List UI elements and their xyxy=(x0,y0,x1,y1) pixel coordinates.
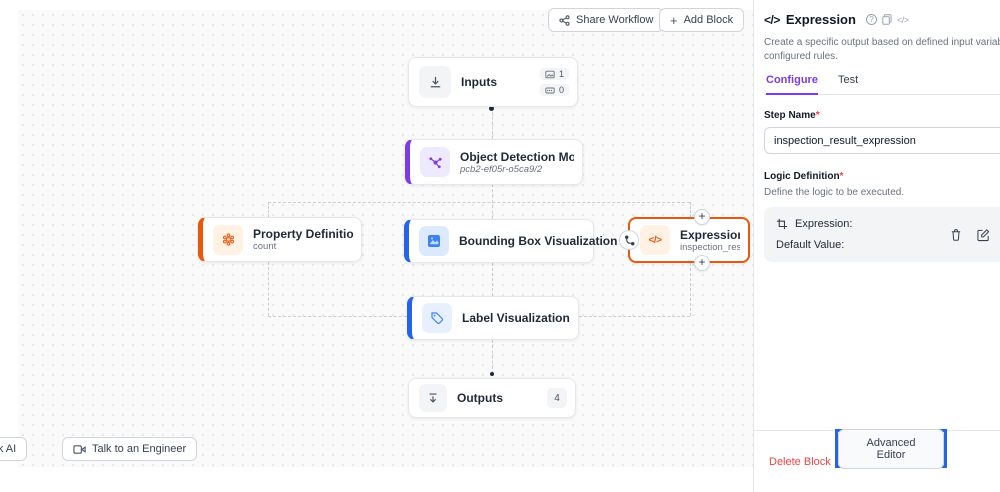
logic-definition-hint: Define the logic to be executed. xyxy=(764,187,905,198)
step-name-input[interactable] xyxy=(764,127,1000,154)
copy-doc-icon[interactable] xyxy=(882,14,892,25)
talk-to-engineer-label: Talk to an Engineer xyxy=(92,443,187,455)
add-connection-top[interactable]: + xyxy=(694,209,710,225)
connector-line xyxy=(492,340,493,374)
panel-tabs: Configure Test xyxy=(764,74,1000,95)
params-count: 0 xyxy=(558,85,564,95)
expression-code-icon: </> xyxy=(764,12,780,27)
image-icon xyxy=(545,70,555,79)
logic-expression-card[interactable]: Expression: Default Value: xyxy=(764,207,1000,262)
tab-configure[interactable]: Configure xyxy=(766,74,818,95)
parameter-icon xyxy=(545,86,555,95)
workflow-canvas[interactable]: Share Workflow + Add Block Inputs 1 xyxy=(0,0,753,492)
share-icon xyxy=(559,14,570,26)
connector-line xyxy=(492,184,493,219)
edit-expression-button[interactable] xyxy=(977,228,990,241)
images-count-badge: 1 xyxy=(539,68,569,80)
connector-line xyxy=(690,263,691,316)
connector-line xyxy=(268,316,407,317)
tag-icon xyxy=(422,303,452,333)
trash-icon xyxy=(950,228,962,241)
node-title: Expression xyxy=(680,227,740,242)
advanced-editor-button[interactable]: Advanced Editor xyxy=(838,428,944,469)
node-expression[interactable]: + + </> Expression inspection_result_exp… xyxy=(619,209,750,271)
add-block-label: Add Block xyxy=(683,14,734,26)
connector-line xyxy=(492,107,493,139)
help-icon[interactable]: ? xyxy=(865,14,877,25)
panel-header: </> Expression ? </> xyxy=(764,12,1000,27)
images-count: 1 xyxy=(558,69,564,79)
node-outputs[interactable]: Outputs 4 xyxy=(408,378,576,418)
connector-line xyxy=(690,202,691,217)
connector-line xyxy=(492,263,493,296)
node-title: Outputs xyxy=(457,391,503,405)
add-connection-bottom[interactable]: + xyxy=(694,255,710,271)
required-asterisk: * xyxy=(815,110,820,121)
node-bounding-box-visualization[interactable]: Bounding Box Visualization xyxy=(404,219,617,263)
default-value-row-label: Default Value: xyxy=(776,239,845,251)
ask-ai-label: Ask AI xyxy=(0,443,17,455)
video-camera-icon xyxy=(73,444,86,455)
advanced-editor-highlight: Advanced Editor xyxy=(835,428,947,469)
connector-line xyxy=(268,202,269,217)
connector-dot xyxy=(490,372,494,376)
ask-ai-button[interactable]: Ask AI xyxy=(0,437,28,461)
property-gear-icon xyxy=(213,224,243,255)
outputs-count-badge: 4 xyxy=(547,388,567,408)
delete-block-button[interactable]: Delete Block xyxy=(769,455,831,468)
plus-icon: + xyxy=(670,12,678,28)
add-block-button[interactable]: + Add Block xyxy=(659,8,745,32)
node-title: Inputs xyxy=(461,75,497,89)
panel-title: Expression xyxy=(785,12,856,27)
connector-dot xyxy=(489,106,494,111)
tab-test[interactable]: Test xyxy=(837,74,859,86)
expression-row-label: Expression: xyxy=(795,218,853,230)
view-code-icon[interactable]: </> xyxy=(896,14,909,25)
node-inputs[interactable]: Inputs 1 0 xyxy=(408,57,578,107)
bounding-box-icon xyxy=(419,226,449,256)
talk-to-engineer-button[interactable]: Talk to an Engineer xyxy=(62,437,198,461)
model-network-icon xyxy=(420,147,450,177)
delete-expression-button[interactable] xyxy=(950,228,962,241)
node-label-visualization[interactable]: Label Visualization xyxy=(407,296,579,340)
inputs-tray-icon xyxy=(419,66,451,98)
step-name-label: Step Name* xyxy=(764,110,820,121)
panel-footer: Delete Block Advanced Editor xyxy=(754,428,1000,492)
node-property-definition[interactable]: Property Definition count xyxy=(198,217,362,262)
required-asterisk: * xyxy=(839,171,844,182)
node-subtitle: count xyxy=(253,241,277,252)
outputs-icon xyxy=(419,384,447,412)
panel-description: Create a specific output based on define… xyxy=(764,37,1000,62)
params-count-badge: 0 xyxy=(539,84,569,96)
edit-pencil-icon xyxy=(977,228,990,241)
node-title: Property Definition xyxy=(253,227,353,241)
node-title: Bounding Box Visualization xyxy=(459,234,618,248)
crop-frame-icon xyxy=(776,218,788,230)
share-workflow-button[interactable]: Share Workflow xyxy=(548,8,665,32)
connector-line xyxy=(579,316,690,317)
expression-code-icon: </> xyxy=(640,225,670,255)
connector-line xyxy=(268,262,269,316)
node-title: Label Visualization xyxy=(462,311,570,325)
block-config-panel: </> Expression ? </> Create a specific o… xyxy=(753,0,1000,492)
logic-definition-label: Logic Definition* xyxy=(764,171,844,182)
node-object-detection-model[interactable]: Object Detection Model pcb2-ef05r-o5ca9/… xyxy=(405,139,583,185)
node-title: Object Detection Model xyxy=(460,149,574,164)
node-subtitle: pcb2-ef05r-o5ca9/2 xyxy=(460,163,543,175)
branch-handle-icon[interactable] xyxy=(619,230,639,250)
share-workflow-label: Share Workflow xyxy=(576,14,654,26)
node-subtitle: inspection_result_expression xyxy=(680,241,740,253)
connector-line xyxy=(268,202,690,203)
